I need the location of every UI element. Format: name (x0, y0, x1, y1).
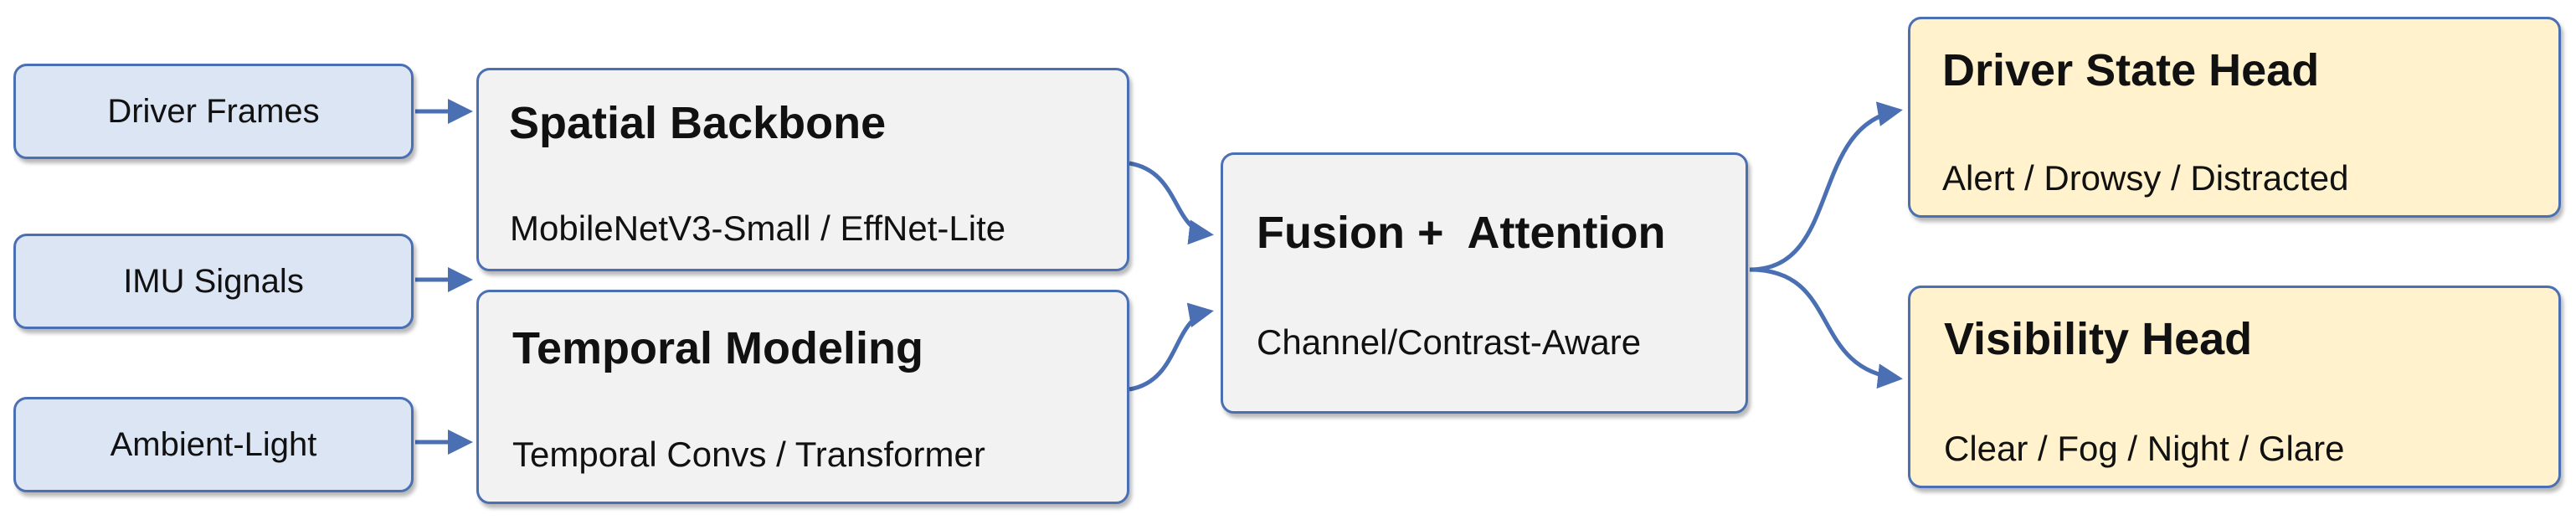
visibility-head-subtitle: Clear / Fog / Night / Glare (1944, 429, 2345, 468)
spatial-backbone-block: Spatial Backbone MobileNetV3-Small / Eff… (476, 68, 1129, 271)
arrow-fusion-to-visibility (1749, 267, 1903, 389)
arrow-temporal-to-fusion (1129, 302, 1214, 392)
fusion-attention-title: Fusion + Attention (1257, 208, 1666, 258)
driver-state-head-title: Driver State Head (1942, 45, 2320, 95)
spatial-backbone-title: Spatial Backbone (509, 98, 887, 148)
driver-state-head-block: Driver State Head Alert / Drowsy / Distr… (1908, 17, 2561, 218)
temporal-modeling-title: Temporal Modeling (512, 323, 924, 373)
fusion-attention-subtitle: Channel/Contrast-Aware (1257, 322, 1642, 362)
visibility-head-title: Visibility Head (1944, 314, 2253, 364)
input-ambient-light: Ambient-Light (13, 397, 414, 492)
input-ambient-light-label: Ambient-Light (110, 425, 317, 463)
input-driver-frames-label: Driver Frames (107, 92, 320, 130)
input-imu-signals: IMU Signals (13, 234, 414, 329)
visibility-head-block: Visibility Head Clear / Fog / Night / Gl… (1908, 286, 2561, 488)
spatial-backbone-subtitle: MobileNetV3-Small / EffNet-Lite (510, 208, 1006, 248)
input-imu-signals-label: IMU Signals (123, 262, 304, 300)
arrow-spatial-to-fusion (1129, 161, 1214, 245)
fusion-attention-block: Fusion + Attention Channel/Contrast-Awar… (1221, 152, 1748, 414)
input-driver-frames: Driver Frames (13, 64, 414, 159)
driver-state-head-subtitle: Alert / Drowsy / Distracted (1942, 158, 2349, 198)
temporal-modeling-block: Temporal Modeling Temporal Convs / Trans… (476, 290, 1129, 504)
arrow-fusion-to-driver-state (1749, 101, 1903, 272)
temporal-modeling-subtitle: Temporal Convs / Transformer (512, 435, 985, 474)
